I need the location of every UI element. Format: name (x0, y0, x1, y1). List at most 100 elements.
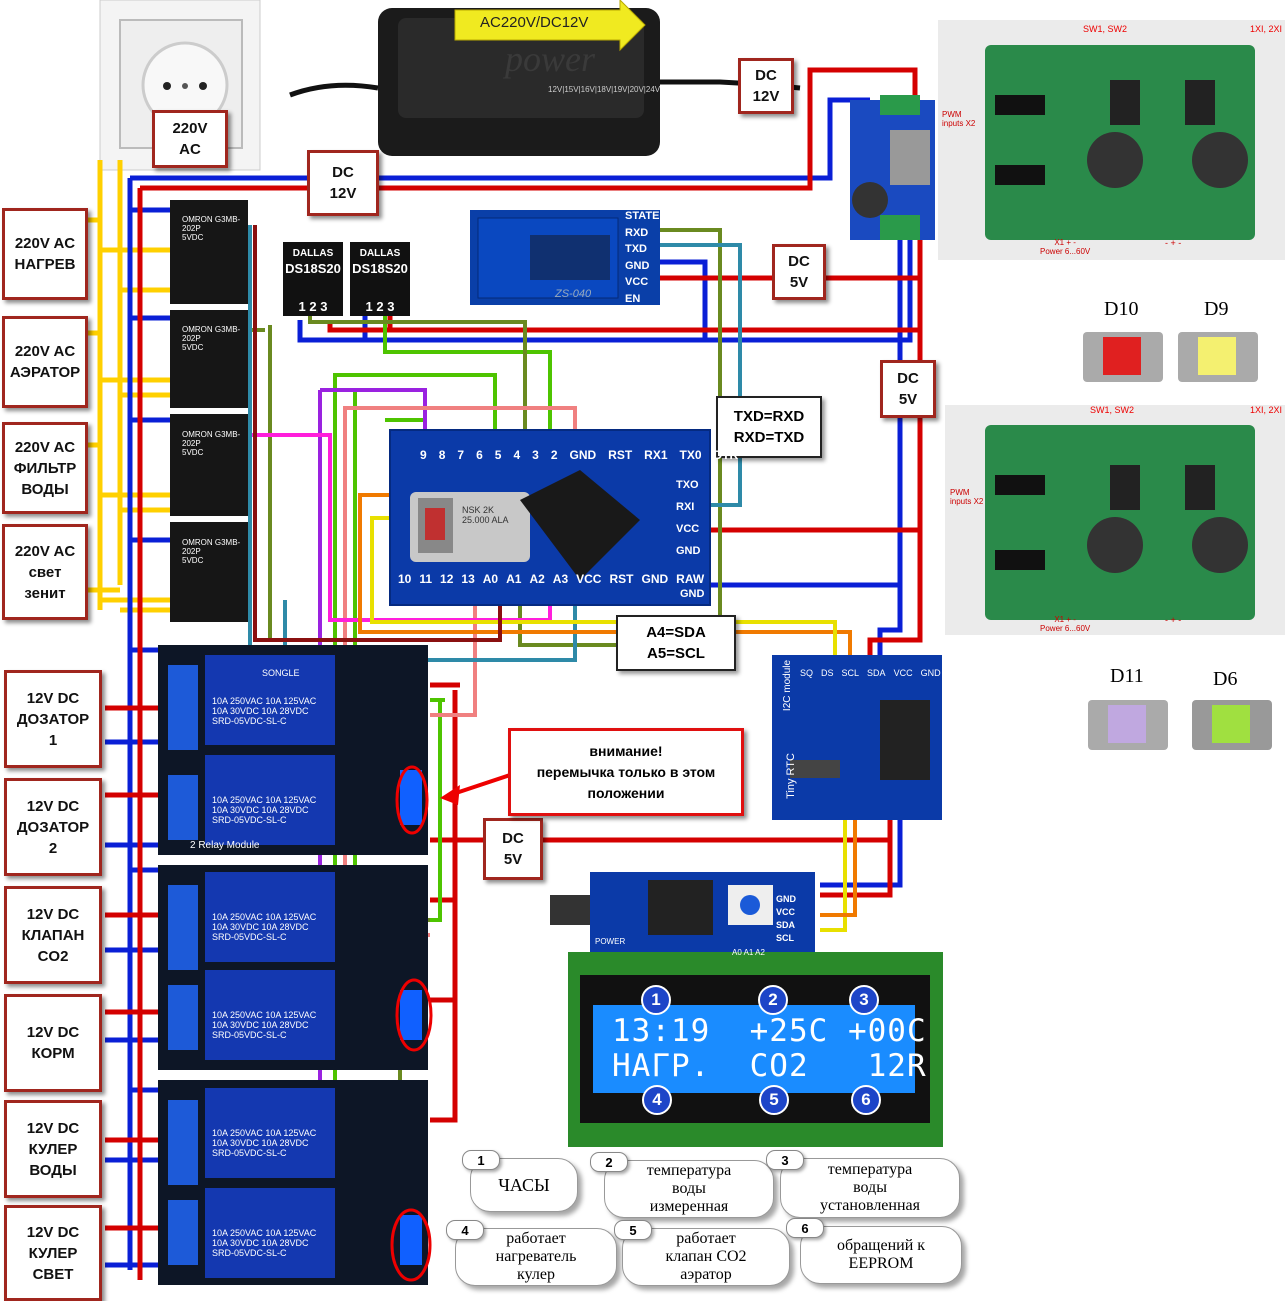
jumper-warning: внимание! перемычка только в этом положе… (508, 728, 744, 816)
pin-txo: TXO (676, 479, 699, 491)
pin-rst: RST (608, 448, 633, 462)
pin-11: 11 (419, 572, 433, 586)
lcd-line-2: НАГР. CO2 12R (612, 1048, 927, 1084)
legend-item-3: температура воды установленная (780, 1158, 960, 1218)
power-adapter (289, 0, 801, 156)
pin-10: 10 (398, 572, 412, 586)
relay-spec-2: 10A 250VAC 10A 125VAC 10A 30VDC 10A 28VD… (212, 795, 317, 825)
legend-num-6: 6 (786, 1218, 824, 1238)
rtc-module (772, 655, 942, 820)
rtc-pin-bat: BAT (948, 668, 966, 678)
outlet-label: 220V AC (152, 110, 228, 168)
dc-load-feed: 12V DC КОРМ (4, 994, 102, 1092)
sda-wire (820, 810, 857, 917)
legend-num-3: 3 (766, 1150, 804, 1170)
dc-load-doser1: 12V DC ДОЗАТОР 1 (4, 670, 102, 768)
bt-pin-rxd: RXD (625, 226, 649, 239)
arduino-crystal: NSK 2K 25.000 ALA (462, 505, 509, 525)
legend-num-5: 5 (614, 1220, 652, 1240)
pin-3: 3 (532, 448, 539, 462)
lcd-marker-4: 4 (642, 1085, 672, 1115)
legend-item-6: обращений к EEPROM (800, 1226, 962, 1284)
relay-spec-5: 10A 250VAC 10A 125VAC 10A 30VDC 10A 28VD… (212, 1128, 317, 1158)
pin-dtr: DTR (713, 448, 739, 462)
pin-13: 13 (461, 572, 475, 586)
pin-tx0: TX0 (679, 448, 702, 462)
led-label-d6: D6 (1213, 668, 1238, 690)
legend-item-2: температура воды измеренная (604, 1160, 774, 1218)
ac-load-light: 220V AC свет зенит (2, 524, 88, 620)
relay-modules (158, 645, 433, 1285)
relay-spec-1: 10A 250VAC 10A 125VAC 10A 30VDC 10A 28VD… (212, 696, 317, 726)
lcd-marker-1: 1 (641, 985, 671, 1015)
pin-rst2: RST (609, 572, 634, 586)
dc12-label-mid: DC 12V (307, 150, 379, 216)
pin-rxi: RXI (676, 501, 695, 513)
dc5-label-right: DC 5V (880, 360, 936, 418)
ac-load-aerator: 220V AC АЭРАТОР (2, 316, 88, 408)
pin-a1: A1 (506, 572, 522, 586)
backpack-addr: A0 A1 A2 (732, 948, 765, 957)
pin-a2: A2 (529, 572, 545, 586)
backpack-pin-vcc: VCC (776, 907, 796, 917)
arduino-right-pins: TXO RXI VCC GND (676, 474, 700, 562)
rtc-pins: SQ DS SCL SDA VCC GND BAT (800, 668, 965, 678)
ssr-text-3: OMRON G3MB-202P 5VDC (182, 430, 241, 457)
led-label-d9: D9 (1204, 298, 1229, 320)
driver2-pwm-label: PWM inputs X2 (950, 488, 984, 506)
legend-num-2: 2 (590, 1152, 628, 1172)
sensor-brand: DALLAS (359, 248, 401, 259)
led-chips (1083, 332, 1272, 750)
pin-4: 4 (513, 448, 521, 462)
dc5-label-bt: DC 5V (772, 244, 826, 300)
led-driver-bottom (945, 405, 1285, 635)
adapter-brand: power (505, 39, 595, 79)
bt-pin-en: EN (625, 292, 641, 305)
sensor-pins: 1 2 3 (365, 299, 395, 314)
legend-item-4: работает нагреватель кулер (455, 1228, 617, 1286)
driver-power-label: X1 + - Power 6...60V (1040, 238, 1091, 256)
dc5-label-lcd: DC 5V (483, 818, 543, 880)
lcd-marker-3: 3 (849, 985, 879, 1015)
ssr-relays (170, 200, 248, 622)
relay-module-label: 2 Relay Module (190, 840, 260, 851)
pin-9: 9 (420, 448, 427, 462)
bt-pin-state: STATE (625, 210, 660, 222)
bt-pin-gnd: GND (625, 259, 650, 272)
sensor-model: DS18S20 (352, 261, 408, 276)
relay-spec-6: 10A 250VAC 10A 125VAC 10A 30VDC 10A 28VD… (212, 1228, 317, 1258)
lcd-marker-5: 5 (759, 1085, 789, 1115)
bt-pin-labels: STATE RXD TXD GND VCC EN (625, 208, 659, 307)
ssr-text-1: OMRON G3MB-202P 5VDC (182, 215, 241, 242)
legend-num-1: 1 (462, 1150, 500, 1170)
driver2-power-label: X1 + - Power 6...60V (1040, 615, 1091, 633)
lcd-marker-2: 2 (758, 985, 788, 1015)
dc-load-light-cooler: 12V DC КУЛЕР СВЕТ (4, 1205, 102, 1301)
warning-arrow (440, 773, 511, 805)
driver-sw-label: SW1, SW2 (1083, 24, 1128, 34)
magenta-wires (175, 433, 552, 622)
relay-spec-3: 10A 250VAC 10A 125VAC 10A 30VDC 10A 28VD… (212, 912, 317, 942)
driver2-sw-label: SW1, SW2 (1090, 405, 1135, 415)
pin-gnd2: GND (641, 572, 669, 586)
lcd-line-1: 13:19 +25C +00C (612, 1013, 927, 1049)
i2c-backpack (550, 872, 815, 952)
rtc-sub: I2C module (782, 659, 794, 712)
arduino-top-pins: 9 8 7 6 5 4 3 2 GND RST RX1 TX0 DTR (420, 448, 738, 462)
pin-a0: A0 (482, 572, 499, 586)
relay-brand: SONGLE (262, 668, 300, 678)
driver2-xi-label: 1XI, 2XI (1250, 405, 1283, 415)
sensor-brand: DALLAS (292, 248, 334, 259)
lcd-marker-6: 6 (851, 1085, 881, 1115)
rtc-pin-sq: SQ (800, 668, 814, 678)
pin-8: 8 (438, 448, 446, 462)
driver-out-label: - + - (1165, 238, 1182, 248)
led-label-d11: D11 (1110, 665, 1144, 687)
rtc-pin-ds: DS (821, 668, 834, 678)
ac-load-heater: 220V AC НАГРЕВ (2, 208, 88, 300)
pin-rx1: RX1 (644, 448, 668, 462)
pin-12: 12 (440, 572, 454, 586)
backpack-power: POWER (595, 937, 626, 946)
dc-dc-converter (850, 95, 935, 240)
